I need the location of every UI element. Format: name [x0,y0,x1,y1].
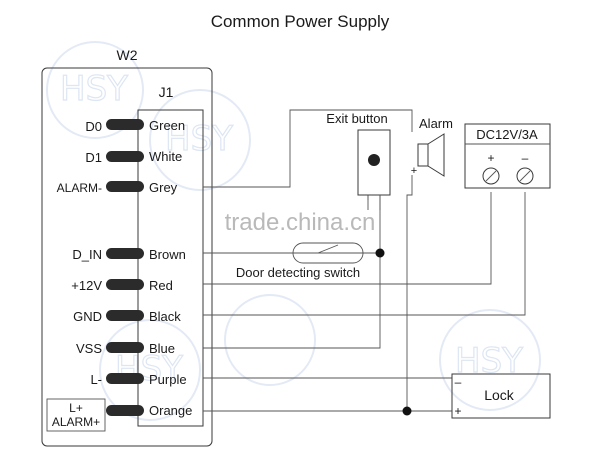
wire-red [203,192,492,285]
pin-d0: D0 Green [85,118,185,134]
terminal-screw-icon [516,167,534,185]
pin-label-d0: D0 [85,119,102,134]
switch-blade [317,244,339,254]
watermark-logo-2: HSY [165,119,233,159]
pin-gnd: GND Black [73,309,181,324]
alarm-driver [417,143,429,167]
pin-label-l-plus: L+ [69,401,83,415]
door-switch-label: Door detecting switch [236,265,360,280]
alarm-plus-sign: + [411,165,417,177]
pin-d-in: D_IN Brown [72,247,185,262]
wire-grey [203,109,413,188]
connector-label: J1 [159,84,174,100]
wire-label-green: Green [149,118,185,133]
pin-l-plus-alarm-plus: L+ ALARM+ Orange [46,398,192,432]
pin-alarm-minus: ALARM- Grey [57,180,178,195]
power-supply-box [464,123,551,189]
pin-terminal [106,310,144,321]
pin-terminal [106,119,144,130]
lock-component: Lock – + [451,373,551,419]
wire-blue [203,195,381,349]
speaker-icon [427,133,445,177]
psu-minus-sign: – [522,151,529,165]
alarm-label: Alarm [419,116,453,131]
terminal-screw-icon [482,167,500,185]
power-supply-label: DC12V/3A [476,127,538,142]
lock-label: Lock [484,387,515,403]
wire-label-red: Red [149,278,173,293]
lock-plus-sign: + [454,404,461,418]
junction-dot [402,406,412,416]
pin-label-alarm-plus: ALARM+ [52,415,100,429]
alarm-component: Alarm + [411,116,453,177]
door-switch-component: Door detecting switch [236,242,364,280]
pin-label-vss: VSS [76,341,102,356]
pin-terminal [106,373,144,384]
board-label: W2 [117,47,138,63]
pin-label-box [46,398,106,432]
pin-label-gnd: GND [73,309,102,324]
exit-button-label: Exit button [326,111,387,126]
exit-button-component: Exit button [326,111,391,210]
exit-button-body [357,129,391,196]
exit-button-icon [368,154,380,166]
pin-terminal [106,405,144,416]
psu-plus-sign: + [487,151,494,165]
wire-label-purple: Purple [149,372,187,387]
lock-box [451,373,551,419]
wire-label-white: White [149,149,182,164]
wire-label-blue: Blue [149,341,175,356]
wire-label-black: Black [149,309,181,324]
pin-terminal [106,181,144,192]
lock-minus-sign: – [455,375,462,389]
screw-slot [519,170,531,182]
pin-label-alarm-minus: ALARM- [57,181,102,195]
pin-label-d-in: D_IN [72,247,102,262]
pin-terminal [106,342,144,353]
wire-label-orange: Orange [149,403,192,418]
door-switch-body [292,242,364,264]
watermark-text: trade.china.cn [225,209,376,236]
pin-terminal [106,248,144,259]
junction-dot [375,248,385,258]
watermark-logo-4: HSY [455,341,523,381]
pin-label-plus-12v: +12V [71,278,102,293]
pin-d1: D1 White [85,149,182,165]
wire-label-brown: Brown [149,247,186,262]
pin-terminal [106,279,144,290]
pin-label-d1: D1 [85,150,102,165]
pin-terminal [106,151,144,162]
watermark-logo-1: HSY [60,69,128,109]
diagram-title: Common Power Supply [211,12,390,31]
wire-alarm-plus [406,175,413,411]
pin-plus-12v: +12V Red [71,278,173,293]
screw-slot [485,170,497,182]
controller-board [41,67,213,447]
connector-j1 [137,109,204,427]
wire-black [203,192,526,316]
power-supply: DC12V/3A + – [464,123,551,189]
wires [203,109,526,416]
pin-label-l-minus: L- [90,372,102,387]
pin-vss: VSS Blue [76,341,175,356]
wire-label-grey: Grey [149,180,178,195]
pin-l-minus: L- Purple [90,372,186,387]
